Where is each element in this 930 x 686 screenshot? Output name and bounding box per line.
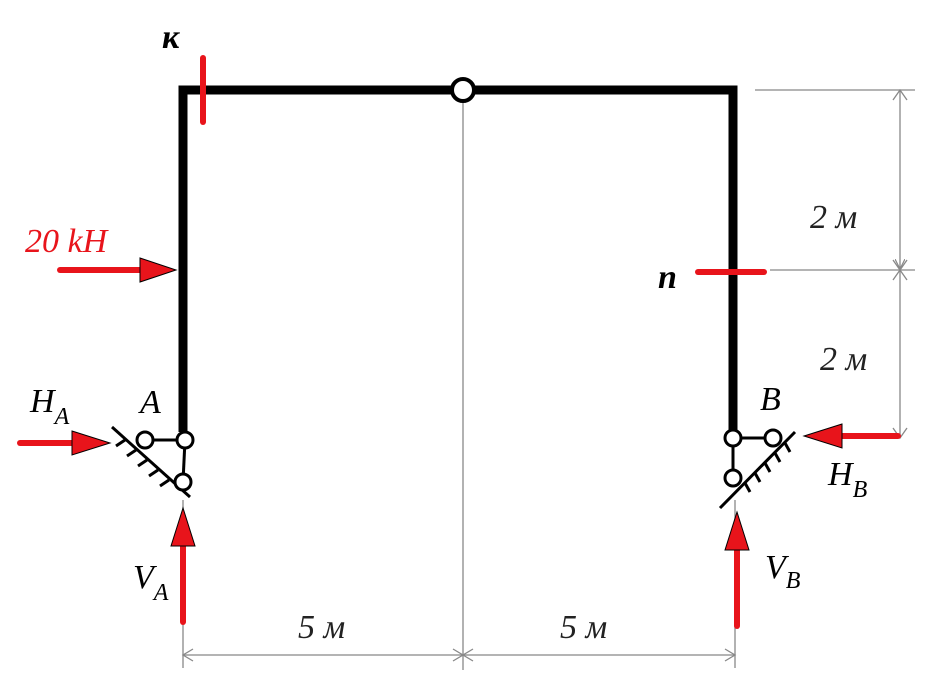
reaction-hb-label: HB bbox=[827, 456, 868, 503]
support-a bbox=[110, 425, 195, 499]
support-b bbox=[718, 428, 797, 510]
dim-upper-height: 2 м bbox=[810, 199, 857, 236]
dim-left-span: 5 м bbox=[298, 609, 345, 646]
support-a-label: A bbox=[138, 384, 161, 421]
reaction-vb-arrow bbox=[724, 510, 750, 629]
reaction-ha-arrow bbox=[17, 430, 112, 456]
reaction-va-arrow bbox=[170, 506, 196, 625]
section-n-label: n bbox=[658, 259, 677, 296]
section-k-label: к bbox=[162, 19, 180, 56]
reaction-va-label: VA bbox=[133, 559, 169, 606]
dimension-lines bbox=[181, 88, 915, 670]
hinge bbox=[450, 77, 476, 103]
frame bbox=[178, 85, 738, 432]
support-b-label: B bbox=[760, 381, 781, 418]
load-label: 20 kH bbox=[25, 223, 110, 260]
reaction-vb-label: VB bbox=[765, 549, 801, 594]
dim-lower-height: 2 м bbox=[820, 341, 867, 378]
dim-right-span: 5 м bbox=[560, 609, 607, 646]
reaction-hb-arrow bbox=[802, 423, 901, 449]
reaction-ha-label: HA bbox=[29, 383, 70, 430]
load-arrow bbox=[57, 257, 178, 283]
